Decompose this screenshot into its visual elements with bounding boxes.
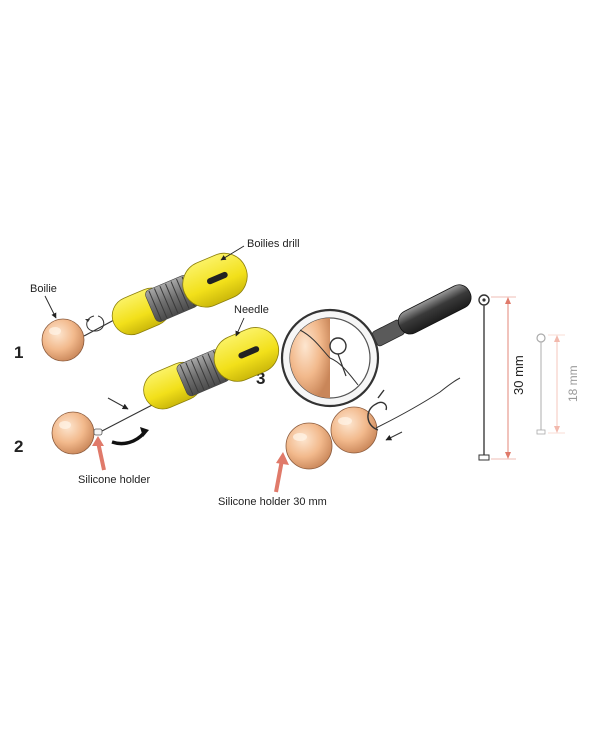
step-3-number: 3 <box>256 369 265 388</box>
step-3-group: 3 Needle <box>143 304 280 410</box>
holder-18mm-drawing: 18 mm <box>536 333 580 435</box>
step-1-group: 1 Boilie Boi <box>14 238 300 362</box>
hook-icon <box>367 401 388 431</box>
magnified-boilie <box>290 318 330 398</box>
drill-tip-step1 <box>83 319 115 337</box>
rotation-swirl-icon <box>86 315 105 332</box>
arrow-boilie <box>44 295 57 319</box>
pull-arrow-icon <box>111 431 146 446</box>
label-30mm: 30 mm <box>511 355 526 395</box>
arrow-needle <box>235 317 245 337</box>
magnifier-group <box>280 284 472 408</box>
label-18mm: 18 mm <box>566 365 580 402</box>
boilie-step1 <box>41 318 85 362</box>
red-arrow-holder <box>96 441 106 471</box>
label-needle: Needle <box>234 304 269 316</box>
boilie-final-left <box>285 422 333 470</box>
final-rig-group: Silicone holder 30 mm <box>218 377 461 508</box>
holder-30mm-drawing: 30 mm <box>478 294 526 461</box>
label-silicone-holder: Silicone holder <box>78 474 150 486</box>
magnifier-handle <box>397 284 472 335</box>
red-arrow-holder-30 <box>274 459 284 493</box>
boilie-final-right <box>330 406 378 454</box>
boilie-step2 <box>51 411 95 455</box>
step-2-group: 2 Silicone holder <box>14 397 159 486</box>
needle-shaft <box>101 401 159 432</box>
step-1-number: 1 <box>14 343 23 362</box>
arrow-boilies-drill <box>220 245 245 261</box>
arrow-hook <box>385 431 403 441</box>
boilies-drill-tool <box>111 252 248 336</box>
step-2-number: 2 <box>14 437 23 456</box>
direction-arrow <box>107 397 129 410</box>
silicone-holder-bead <box>93 428 103 436</box>
label-boilies-drill: Boilies drill <box>247 238 300 250</box>
hook-line <box>375 377 461 429</box>
needle-tool <box>143 327 280 410</box>
label-boilie: Boilie <box>30 283 57 295</box>
label-silicone-holder-30: Silicone holder 30 mm <box>218 496 327 508</box>
